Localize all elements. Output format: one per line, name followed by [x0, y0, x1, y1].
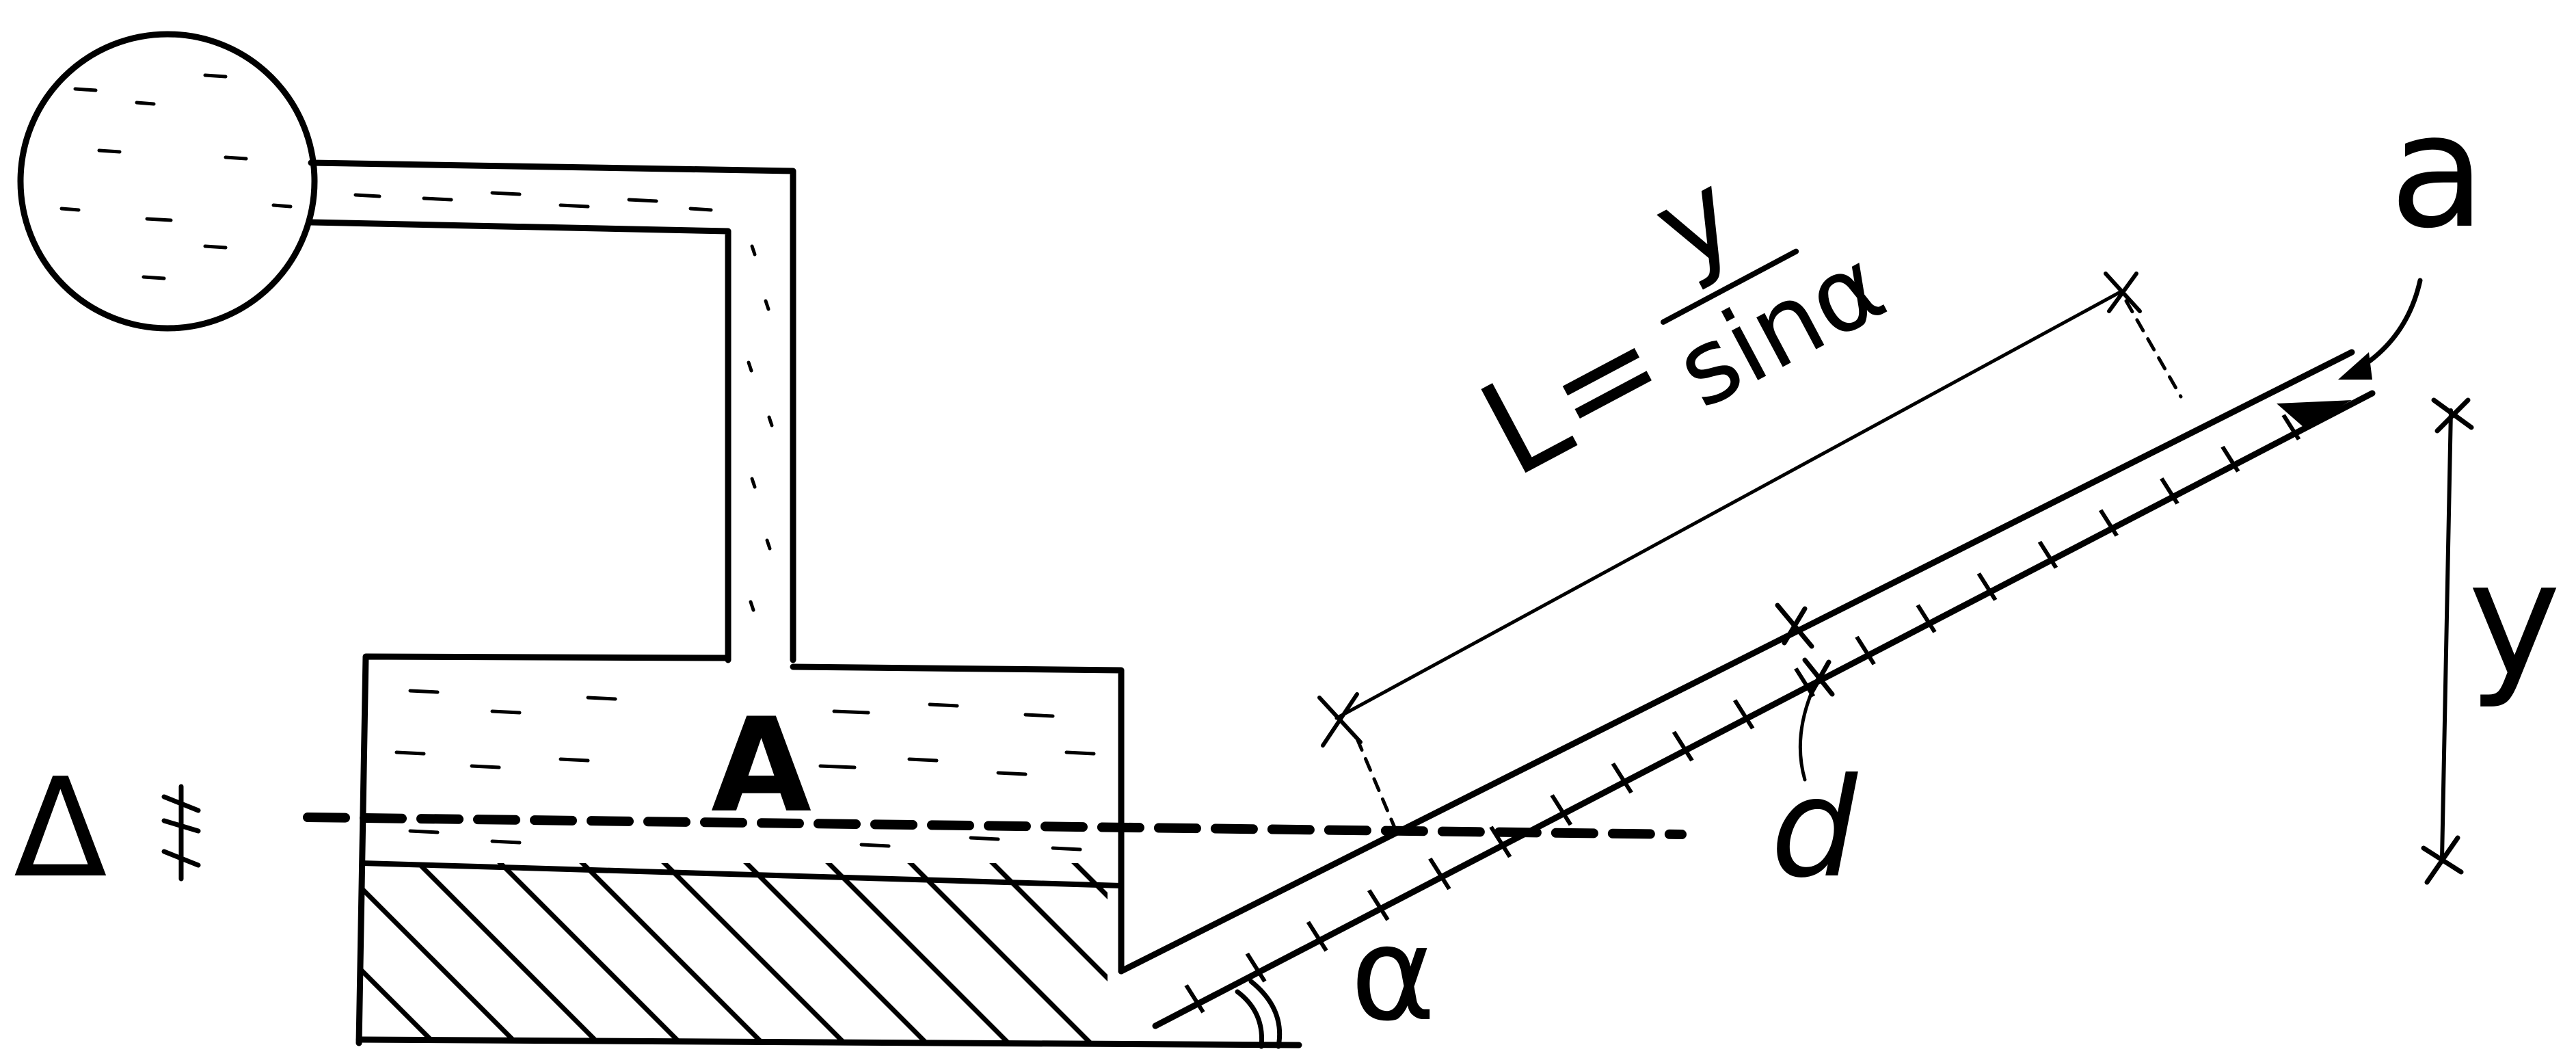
formula-fraction-bar: [1660, 248, 1799, 325]
formula-l-prefix: L=: [1458, 287, 1689, 506]
label-y: y: [2468, 529, 2561, 711]
label-a-reservoir: A: [711, 690, 811, 841]
reservoir-hatching: [359, 863, 1108, 1041]
height-dimension: [2421, 397, 2474, 885]
tube-hatching: [1160, 392, 2313, 1014]
pointer-arrow: [2338, 278, 2423, 380]
inclined-tube: [1118, 349, 2376, 1029]
diameter-marker: [1775, 603, 1835, 782]
label-alpha: α: [1350, 899, 1436, 1050]
delta-dimension: [161, 784, 201, 882]
length-formula: L= y sinα: [1458, 146, 1903, 506]
label-d: d: [1771, 749, 1858, 908]
reservoir-a: [355, 653, 1302, 1048]
angle-arc: [1235, 979, 1283, 1049]
length-dimension: [1317, 272, 2183, 830]
reference-level-line: [303, 813, 1687, 839]
formula-numerator: y: [1633, 146, 1758, 298]
label-delta: Δ: [14, 749, 107, 908]
label-a-meniscus: a: [2389, 81, 2486, 263]
meniscus-marker: [2277, 400, 2352, 427]
bulb: [17, 31, 318, 332]
connecting-tube: [308, 159, 796, 663]
